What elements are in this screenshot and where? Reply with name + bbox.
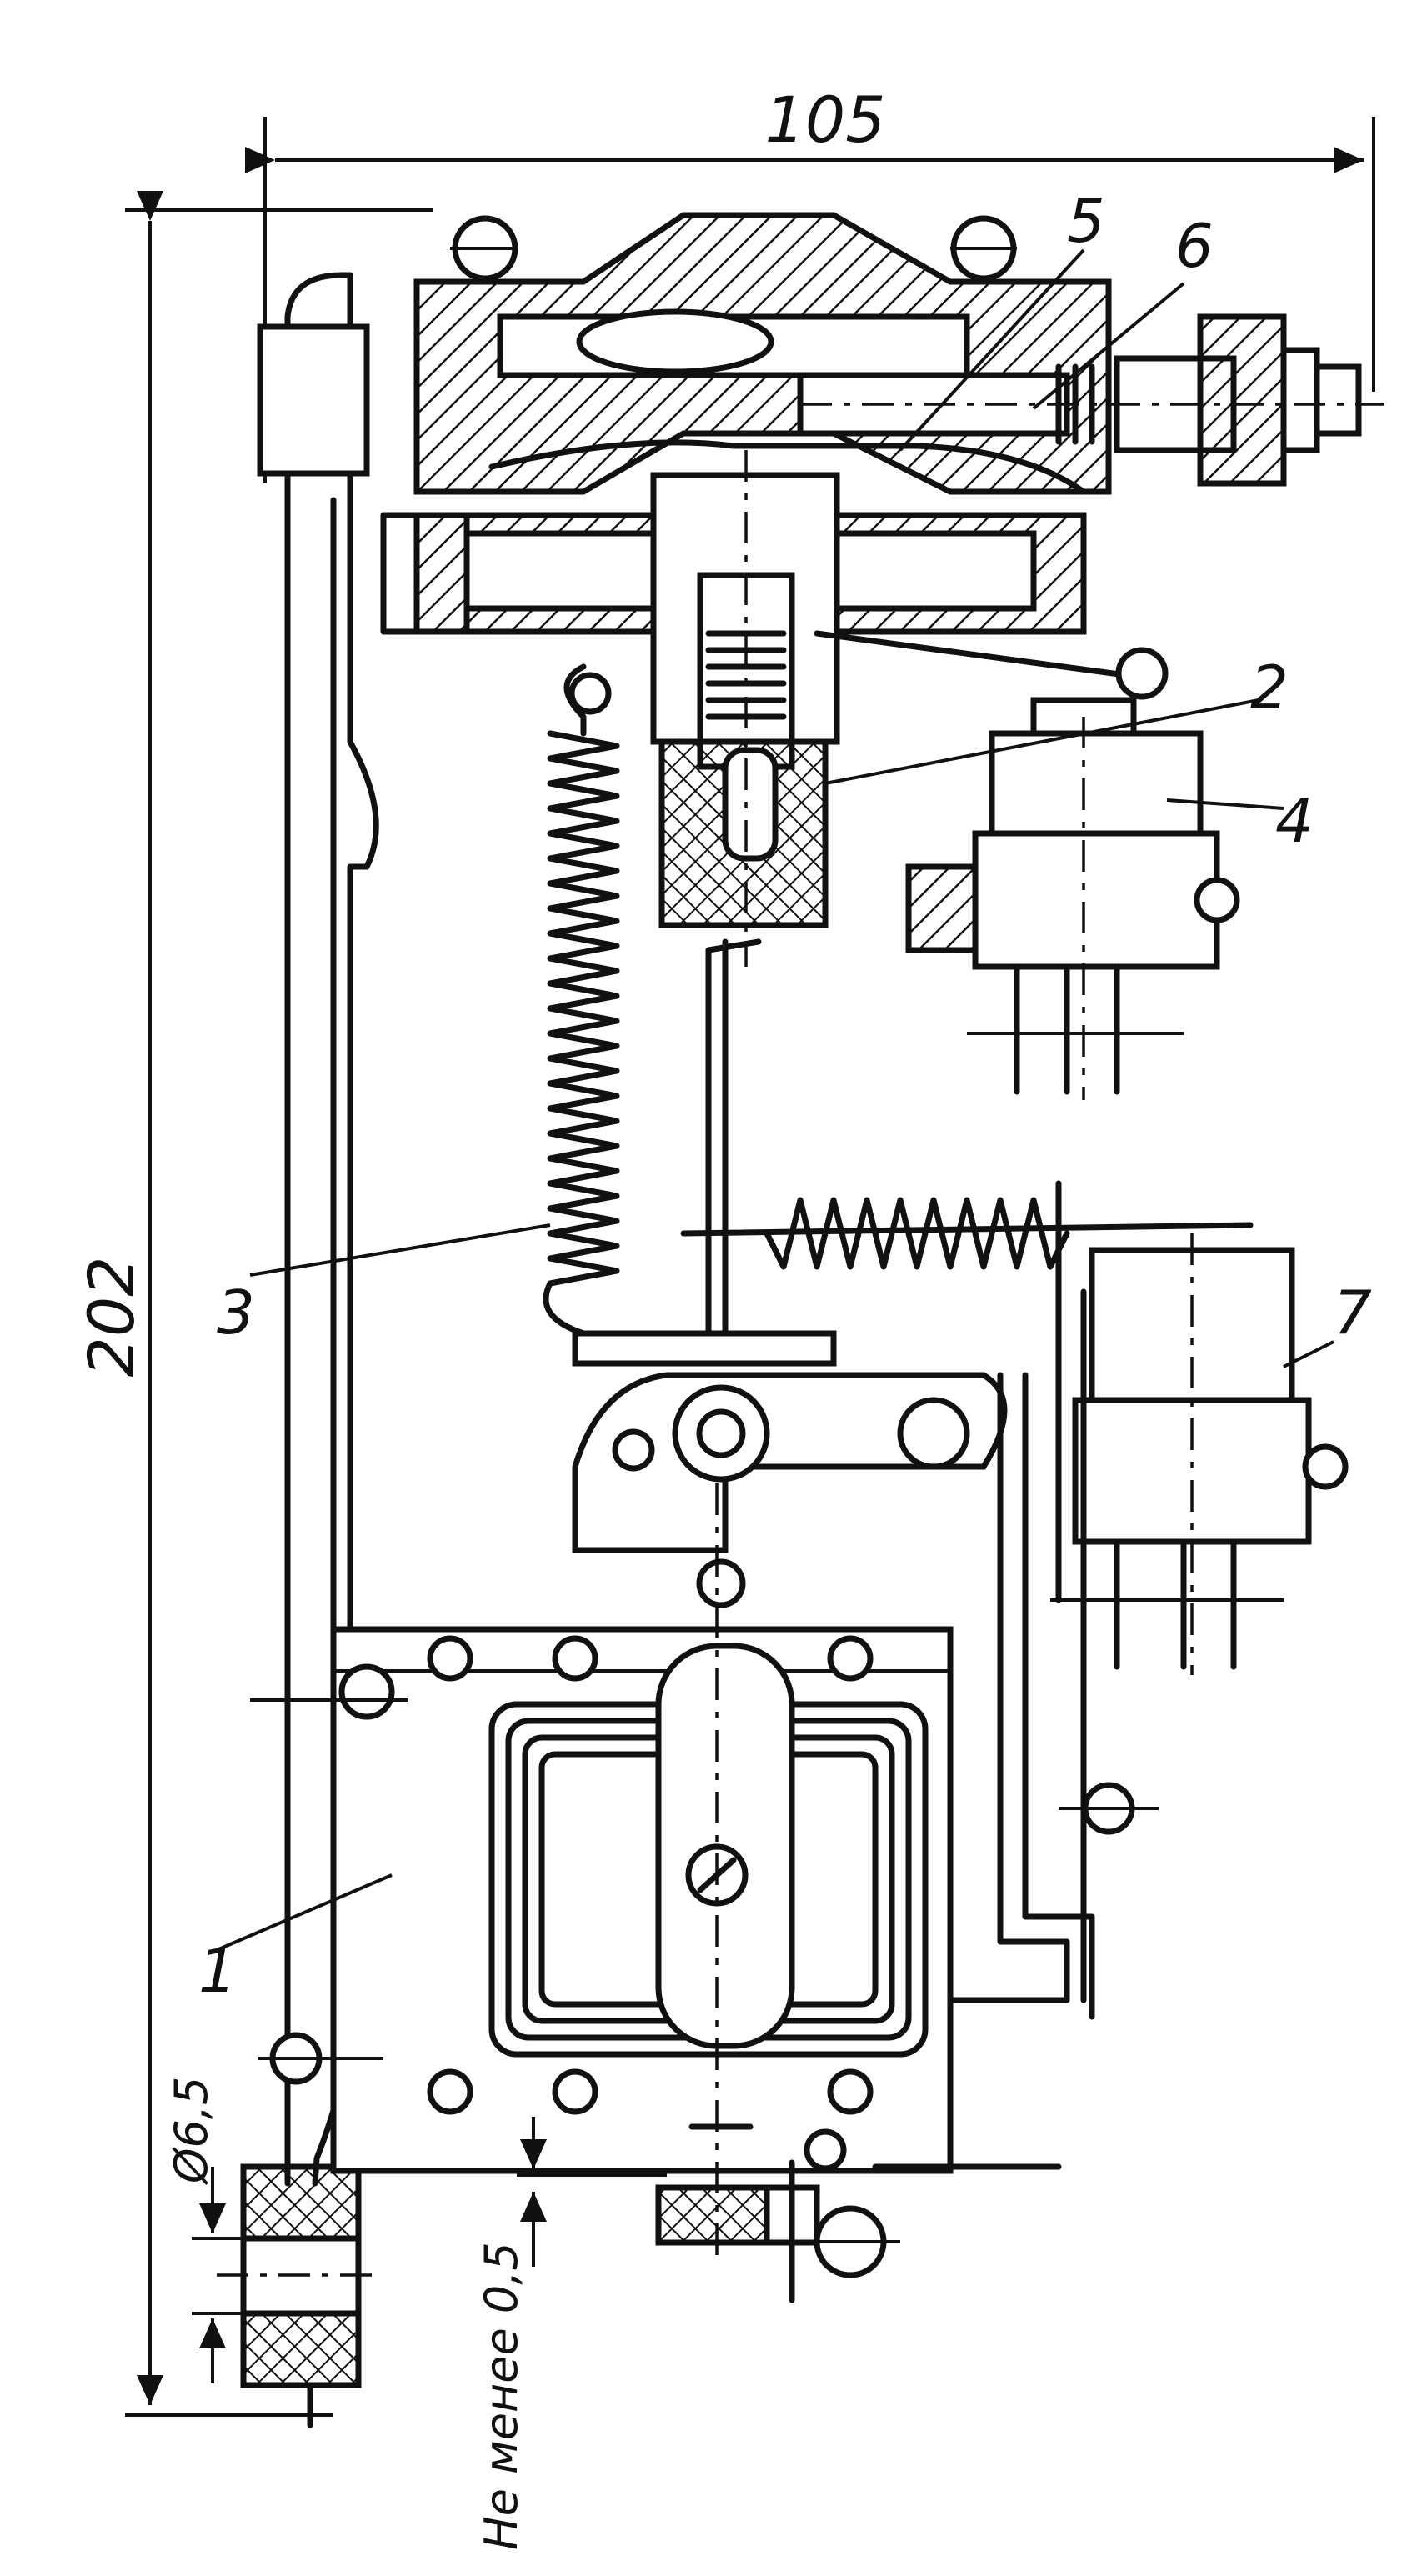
gap-dimension: Не менее 0,5 xyxy=(475,2117,667,2550)
lower-bushings xyxy=(655,2128,1062,2303)
tension-spring xyxy=(543,663,620,1337)
part-label-1: 1 xyxy=(198,1936,237,2006)
height-label: 202 xyxy=(74,1256,148,1377)
adjusting-screw xyxy=(797,313,1384,487)
pressure-housing xyxy=(413,212,1112,495)
part-label-2: 2 xyxy=(1250,653,1289,723)
lever-spring xyxy=(572,938,1254,1603)
part-label-5: 5 xyxy=(1067,186,1105,256)
pivot-lever xyxy=(572,1372,1008,1553)
magnet-coil xyxy=(488,1483,929,2267)
gap-label: Не менее 0,5 xyxy=(475,2242,528,2550)
part-callouts: 1 2 3 4 5 6 7 xyxy=(198,186,1372,2006)
part-label-6: 6 xyxy=(1175,211,1214,281)
part-label-3: 3 xyxy=(217,1278,255,1348)
micro-switch-upper xyxy=(905,697,1240,1100)
part-label-7: 7 xyxy=(1334,1278,1372,1348)
width-dimension: 105 xyxy=(245,83,1375,483)
part-label-4: 4 xyxy=(1275,786,1314,856)
height-dimension: 202 xyxy=(74,191,433,2417)
micro-switch-lower xyxy=(1050,1233,1349,1675)
stem-assembly xyxy=(650,450,1169,967)
width-label: 105 xyxy=(764,83,885,157)
bracket-frame xyxy=(872,1288,1159,2020)
mounting-bushing: Ø6,5 xyxy=(165,2077,383,2428)
hole-diameter-label: Ø6,5 xyxy=(165,2077,218,2185)
